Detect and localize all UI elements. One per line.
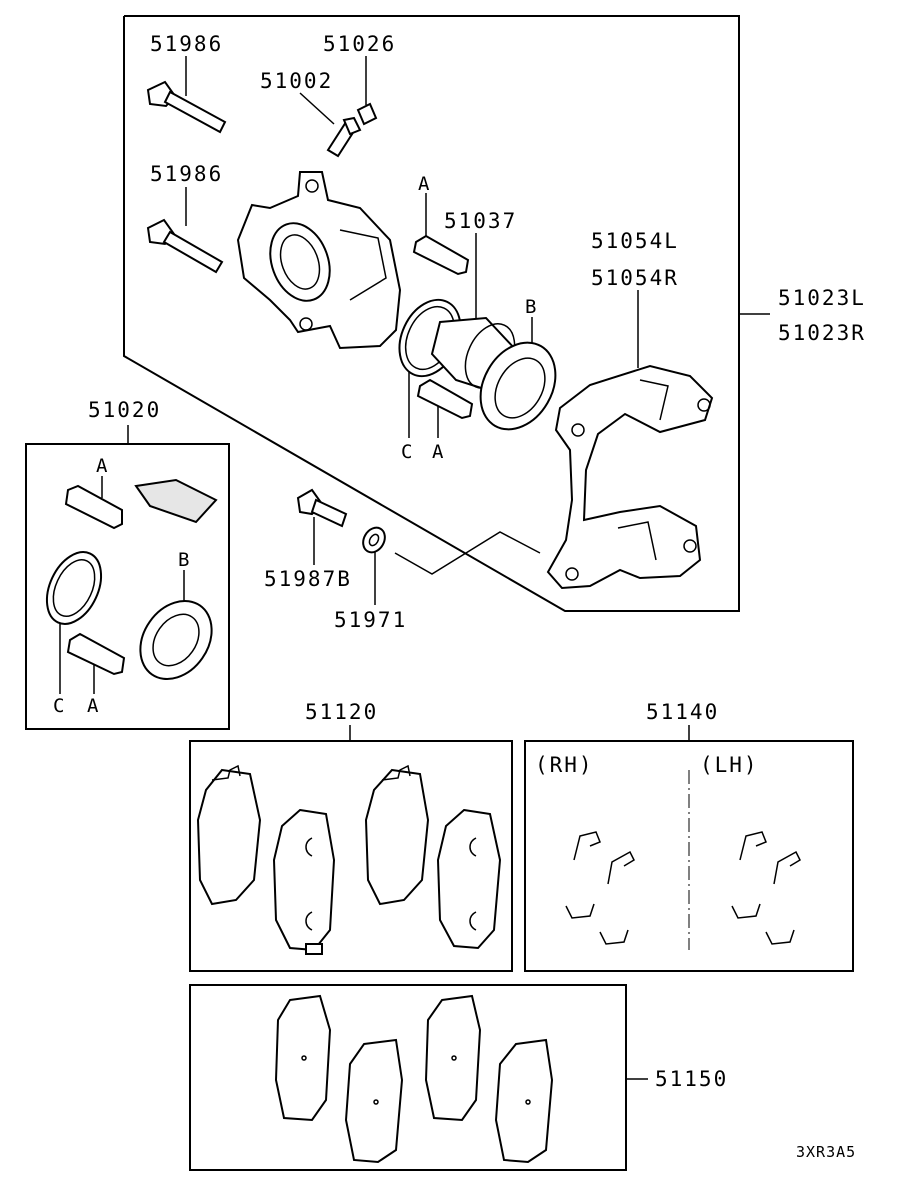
label-51020: 51020: [88, 398, 161, 422]
kit-ref-b: B: [178, 549, 189, 571]
label-51023r: 51023R: [778, 321, 866, 345]
pad-set-box: [189, 740, 513, 972]
clips-rh: [565, 831, 635, 945]
label-51986-mid: 51986: [150, 162, 223, 186]
shim-2: [344, 1038, 404, 1164]
label-51023l: 51023L: [778, 286, 866, 310]
kit-guide-pin-upper: [64, 484, 123, 530]
label-lh: (LH): [700, 753, 759, 777]
guide-bolt-mid: [146, 218, 224, 274]
label-51054l: 51054L: [591, 229, 679, 253]
kit-ref-a-lower: A: [87, 695, 99, 717]
caliper-body: [236, 171, 402, 350]
brake-pad-4: [436, 808, 502, 950]
kit-piston-seal: [45, 551, 103, 625]
ref-a-upper: A: [418, 173, 430, 195]
caliper-support-bracket: [546, 364, 714, 590]
caliper-assembly-outline: [123, 15, 740, 612]
label-51971: 51971: [334, 608, 407, 632]
guide-pin-upper: [412, 234, 470, 276]
brake-pad-2: [272, 808, 336, 955]
ref-a-lower: A: [432, 441, 444, 463]
bleeder-cap: [356, 102, 378, 126]
label-51150: 51150: [655, 1067, 728, 1091]
label-51986-top: 51986: [150, 32, 223, 56]
diagram-code: 3XR3A5: [796, 1143, 856, 1161]
shim-1: [274, 994, 332, 1122]
brake-pad-3: [364, 764, 430, 906]
brake-pad-1: [196, 764, 262, 906]
ref-c-upper: C: [401, 441, 412, 463]
shim-3: [424, 994, 482, 1122]
kit-ref-c: C: [53, 695, 64, 717]
clips-lh: [731, 831, 801, 945]
shim-kit-box: [189, 984, 627, 1171]
label-51987b: 51987B: [264, 567, 352, 591]
label-rh: (RH): [535, 753, 594, 777]
bracket-bolt: [296, 488, 348, 528]
guide-pin-lower: [416, 378, 474, 420]
bleeder-screw: [326, 116, 362, 158]
kit-dust-boot: [139, 600, 213, 680]
label-51026: 51026: [323, 32, 396, 56]
label-51054r: 51054R: [591, 266, 679, 290]
dust-boot: [479, 341, 557, 431]
kit-guide-pin-lower: [66, 632, 126, 676]
label-51140: 51140: [646, 700, 719, 724]
label-51037: 51037: [444, 209, 517, 233]
washer: [362, 526, 386, 554]
label-51002: 51002: [260, 69, 333, 93]
kit-ref-a-upper: A: [96, 455, 108, 477]
ref-b-upper: B: [525, 296, 536, 318]
label-51120: 51120: [305, 700, 378, 724]
shim-4: [494, 1038, 554, 1164]
guide-bolt-top: [146, 80, 227, 134]
grease-packet: [134, 478, 218, 524]
